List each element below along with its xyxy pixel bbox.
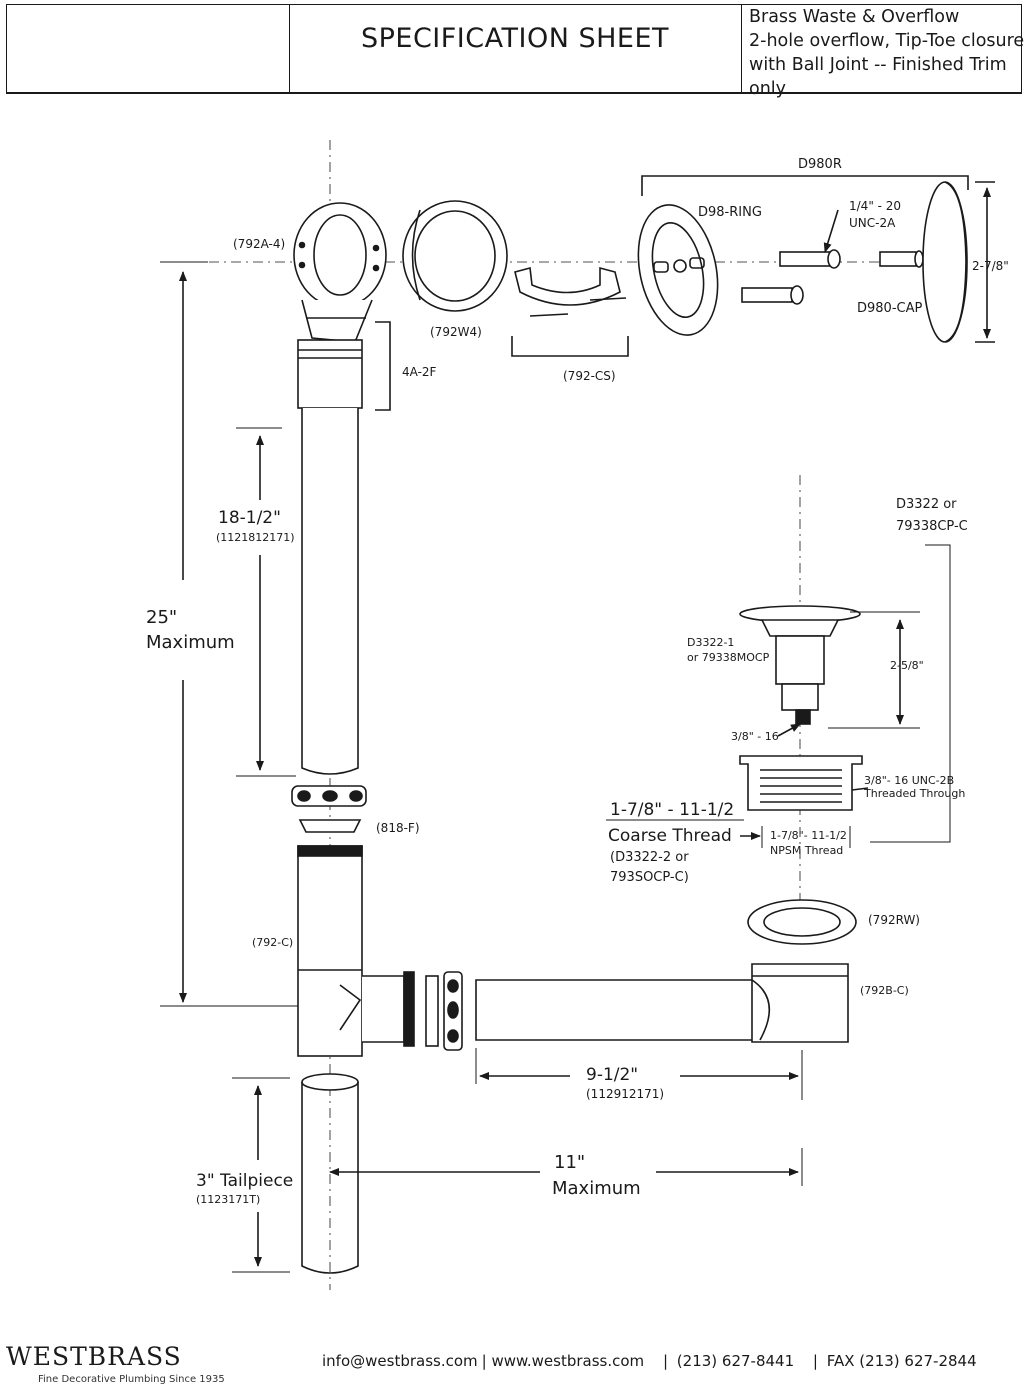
d3322-bracket: [870, 544, 951, 843]
label-unc-1: 1/4" - 20: [849, 199, 901, 213]
label-dim-258: 2-5/8": [890, 659, 924, 672]
ball-joint-nut: [291, 785, 367, 833]
overflow-tube: [301, 408, 359, 775]
label-792w4: (792W4): [430, 325, 482, 339]
label-d980r: D980R: [798, 157, 842, 172]
label-dim-25-max: Maximum: [146, 632, 235, 653]
label-4a2f: 4A-2F: [402, 365, 437, 379]
label-npsm-size: 1-7/8"- 11-1/2: [770, 829, 847, 842]
label-dim-912: 9-1/2": [586, 1065, 638, 1085]
overflow-ring: [637, 204, 719, 336]
label-pn-1812: (1121812171): [216, 531, 295, 544]
label-793socp: 793SOCP-C): [610, 870, 689, 885]
label-792bc: (792B-C): [860, 984, 909, 997]
tailpiece: [301, 1073, 359, 1274]
label-threaded-through: Threaded Through: [863, 787, 965, 800]
label-dim-11-max: Maximum: [552, 1178, 641, 1199]
waste-tee: [297, 845, 415, 1057]
label-792rw: (792RW): [868, 913, 920, 927]
phone-number: (213) 627-8441: [676, 1352, 795, 1370]
label-dim-11: 11": [554, 1152, 585, 1173]
product-description: Brass Waste & Overflow 2-hole overflow, …: [749, 5, 1024, 101]
label-792cs: (792-CS): [563, 369, 616, 383]
desc-line-1: Brass Waste & Overflow: [749, 7, 960, 27]
label-unc-2b: 3/8"- 16 UNC-2B: [864, 774, 954, 787]
coupling-4a2f: [297, 321, 391, 411]
label-unc-2: UNC-2A: [849, 216, 896, 230]
spacer-clip: [511, 266, 629, 357]
brand-tagline: Fine Decorative Plumbing Since 1935: [38, 1374, 225, 1385]
desc-line-4: only: [749, 79, 787, 99]
drain-gasket: [747, 899, 857, 945]
label-d3322-2: (D3322-2 or: [610, 850, 689, 865]
label-coarse-size: 1-7/8" - 11-1/2: [610, 800, 734, 820]
tip-toe-stopper: [739, 605, 861, 725]
label-thread-38: 3/8" - 16: [731, 730, 779, 743]
label-cap-height: 2-7/8": [972, 259, 1009, 273]
label-pn-912: (112912171): [586, 1087, 664, 1101]
label-792c: (792-C): [252, 936, 293, 949]
slip-nut: [425, 971, 463, 1051]
label-npsm-thread: NPSM Thread: [770, 844, 843, 857]
overflow-elbow: [293, 202, 387, 343]
d980r-bracket: [641, 175, 969, 196]
label-dim-25: 25": [146, 607, 177, 628]
label-coarse-thread: Coarse Thread: [608, 826, 732, 846]
footer: WESTBRASS Fine Decorative Plumbing Since…: [0, 1338, 1024, 1388]
desc-line-2: 2-hole overflow, Tip-Toe closure: [749, 31, 1024, 51]
website-link[interactable]: www.westbrass.com: [491, 1352, 645, 1370]
waste-arm: [475, 979, 761, 1041]
label-d98-ring: D98-RING: [698, 205, 762, 220]
header-blank-cell: [7, 5, 290, 92]
overflow-cap: [922, 181, 968, 343]
header: SPECIFICATION SHEET Brass Waste & Overfl…: [6, 4, 1024, 99]
mounting-screws: [741, 249, 924, 305]
fax-number: FAX (213) 627-2844: [826, 1352, 977, 1370]
label-tailpiece: 3" Tailpiece: [196, 1171, 293, 1191]
label-d3322-1: D3322-1: [687, 636, 734, 649]
label-79338cp: 79338CP-C: [896, 519, 968, 534]
label-dim-1812: 18-1/2": [218, 508, 281, 528]
label-pn-tail: (1123171T): [196, 1193, 260, 1206]
drain-shoe: [751, 963, 849, 1043]
label-79338mocp: or 79338MOCP: [687, 651, 770, 664]
label-818f: (818-F): [376, 821, 420, 835]
page-title: SPECIFICATION SHEET: [360, 23, 670, 54]
header-title-cell: SPECIFICATION SHEET: [289, 5, 742, 92]
overflow-gasket: [402, 200, 508, 312]
label-792a4: (792A-4): [233, 237, 285, 251]
desc-line-3: with Ball Joint -- Finished Trim: [749, 55, 1007, 75]
contact-info: info@westbrass.com| www.westbrass.com | …: [322, 1352, 977, 1370]
email-link[interactable]: info@westbrass.com: [322, 1352, 478, 1370]
drain-body: [739, 755, 863, 811]
brand-logo: WESTBRASS: [6, 1342, 182, 1371]
label-d980-cap: D980-CAP: [857, 301, 922, 316]
label-d3322: D3322 or: [896, 497, 957, 512]
